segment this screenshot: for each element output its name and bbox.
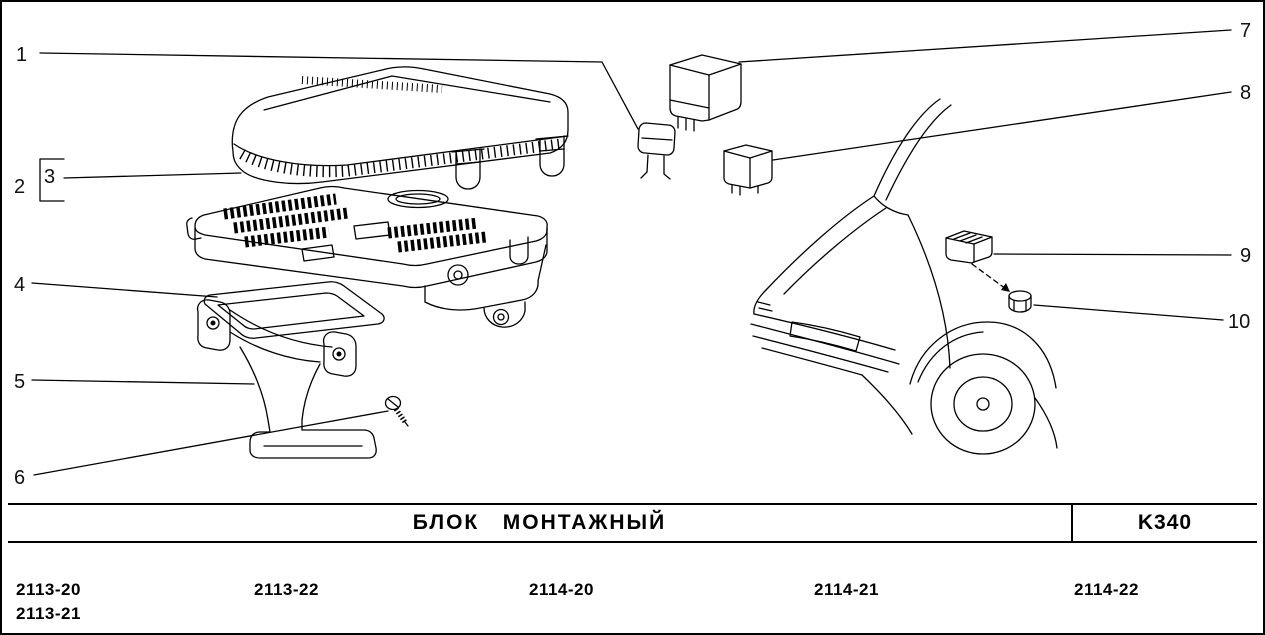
leader-lines <box>31 29 1232 476</box>
model-col-2: 2113-22 <box>254 578 319 602</box>
car-outline-drawing <box>750 98 1058 455</box>
callout-1: 1 <box>16 44 28 66</box>
callout-10: 10 <box>1228 311 1251 333</box>
leader-7 <box>738 29 1232 63</box>
drawing-code: K340 <box>1071 505 1257 541</box>
leader-4 <box>31 282 218 298</box>
model-code: 2113-21 <box>16 604 81 623</box>
projection-line <box>971 263 1007 290</box>
cover-latch-1 <box>451 148 485 190</box>
drawing-title: БЛОК МОНТАЖНЫЙ <box>412 511 667 534</box>
relay-small-drawing <box>723 144 773 196</box>
technical-drawing <box>31 29 1232 476</box>
fuse-block-drawing <box>186 185 548 289</box>
title-bar: БЛОК МОНТАЖНЫЙ K340 <box>8 503 1257 543</box>
leader-3 <box>63 172 242 179</box>
model-code: 2113-22 <box>254 580 319 599</box>
callout-4: 4 <box>14 274 26 296</box>
callout-2: 2 <box>14 176 26 198</box>
gasket-drawing <box>203 281 385 339</box>
connector-oval <box>387 189 449 209</box>
callout-3: 3 <box>44 166 56 188</box>
block-latch-right <box>509 236 529 265</box>
callout-7: 7 <box>1240 20 1252 42</box>
wheel-arch <box>909 321 1057 389</box>
model-col-4: 2114-21 <box>814 578 879 602</box>
bracket-drawing <box>196 299 377 459</box>
leader-6 <box>33 410 389 476</box>
leader-10 <box>1033 304 1224 321</box>
fuse-link-drawing <box>637 122 676 180</box>
model-col-3: 2114-20 <box>529 578 594 602</box>
grommet-drawing <box>1008 290 1032 313</box>
leader-9 <box>993 253 1232 256</box>
headlight <box>789 321 861 352</box>
mount-block-in-car-drawing <box>945 230 993 264</box>
callout-3-bracket <box>39 158 65 202</box>
wheel <box>930 353 1036 455</box>
screw-drawing <box>384 395 409 427</box>
block-latch-left <box>186 217 202 240</box>
relay-socket-1 <box>353 221 391 240</box>
callout-5: 5 <box>14 371 26 393</box>
relay-large-drawing <box>669 54 742 132</box>
model-col-5: 2114-22 <box>1074 578 1139 602</box>
cover-latch-2 <box>535 135 569 177</box>
mount-plate-drawing <box>424 244 547 328</box>
leader-1 <box>39 52 639 130</box>
leader-8 <box>772 91 1232 161</box>
relay-socket-2 <box>301 244 335 262</box>
leader-5 <box>31 379 255 385</box>
model-code: 2114-20 <box>529 580 594 599</box>
callout-6: 6 <box>14 467 26 489</box>
callout-8: 8 <box>1240 82 1252 104</box>
model-code: 2113-20 <box>16 580 81 599</box>
cover-drawing <box>231 66 569 190</box>
model-code: 2114-22 <box>1074 580 1139 599</box>
model-code: 2114-21 <box>814 580 879 599</box>
projection-arrowhead <box>1001 283 1010 292</box>
callout-9: 9 <box>1240 245 1252 267</box>
model-col-1: 2113-20 2113-21 <box>16 578 81 626</box>
